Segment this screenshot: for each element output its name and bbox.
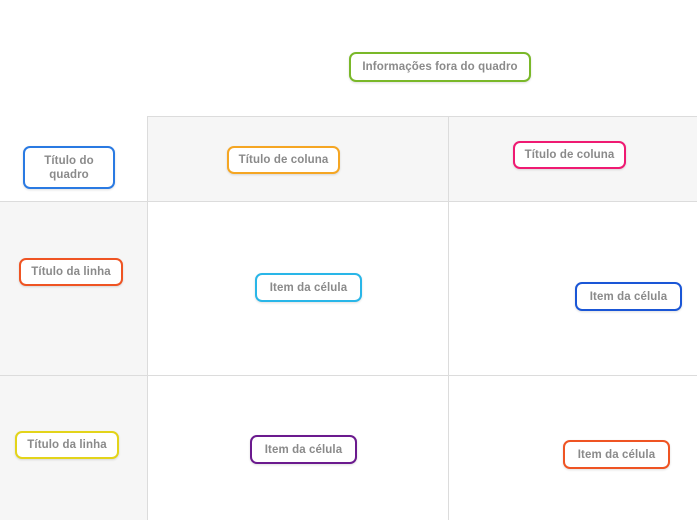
row-header-chip-0[interactable]: Título da linha [19, 258, 123, 286]
row-cells-1: Item da célula Item da célula [147, 376, 697, 520]
column-header-chip-1[interactable]: Título de coluna [513, 141, 626, 169]
board-title-chip[interactable]: Título do quadro [23, 146, 115, 189]
board-body: Título da linha Item da célula Item da c… [0, 201, 697, 520]
row-header-label-0: Título da linha [31, 266, 111, 278]
column-divider [448, 117, 449, 201]
row-header-cell-1: Título da linha [0, 376, 147, 520]
column-header-label-1: Título de coluna [524, 149, 615, 161]
cell-label-0-1: Item da célula [589, 290, 668, 303]
off-board-area: Informações fora do quadro [0, 0, 697, 116]
cell-label-1-1: Item da célula [577, 448, 656, 461]
cell-chip-1-1[interactable]: Item da célula [563, 440, 670, 469]
column-header-label-0: Título de coluna [238, 154, 329, 166]
column-header-chip-0[interactable]: Título de coluna [227, 146, 340, 174]
board-row: Título da linha Item da célula Item da c… [0, 375, 697, 520]
row-header-cell-0: Título da linha [0, 202, 147, 375]
cell-chip-0-0[interactable]: Item da célula [255, 273, 362, 302]
cell-divider [448, 376, 449, 520]
header-row-divider [147, 116, 148, 201]
cell-chip-1-0[interactable]: Item da célula [250, 435, 357, 464]
row-header-label-1: Título da linha [27, 439, 107, 451]
row-cells-0: Item da célula Item da célula [147, 202, 697, 375]
cell-label-1-0: Item da célula [264, 443, 343, 456]
row-header-chip-1[interactable]: Título da linha [15, 431, 119, 459]
board-title-label: Título do quadro [44, 154, 94, 181]
off-board-chip[interactable]: Informações fora do quadro [349, 52, 531, 82]
cell-divider [448, 202, 449, 375]
off-board-chip-label: Informações fora do quadro [362, 61, 518, 73]
row-header-divider [147, 376, 148, 520]
cell-chip-0-1[interactable]: Item da célula [575, 282, 682, 311]
row-header-divider [147, 202, 148, 375]
board-row: Título da linha Item da célula Item da c… [0, 201, 697, 375]
board-corner-cell: Título do quadro [0, 116, 147, 201]
board-grid: Título do quadro Título de coluna Título… [0, 116, 697, 520]
column-header-row: Título de coluna Título de coluna [147, 116, 697, 201]
cell-label-0-0: Item da célula [269, 281, 348, 294]
